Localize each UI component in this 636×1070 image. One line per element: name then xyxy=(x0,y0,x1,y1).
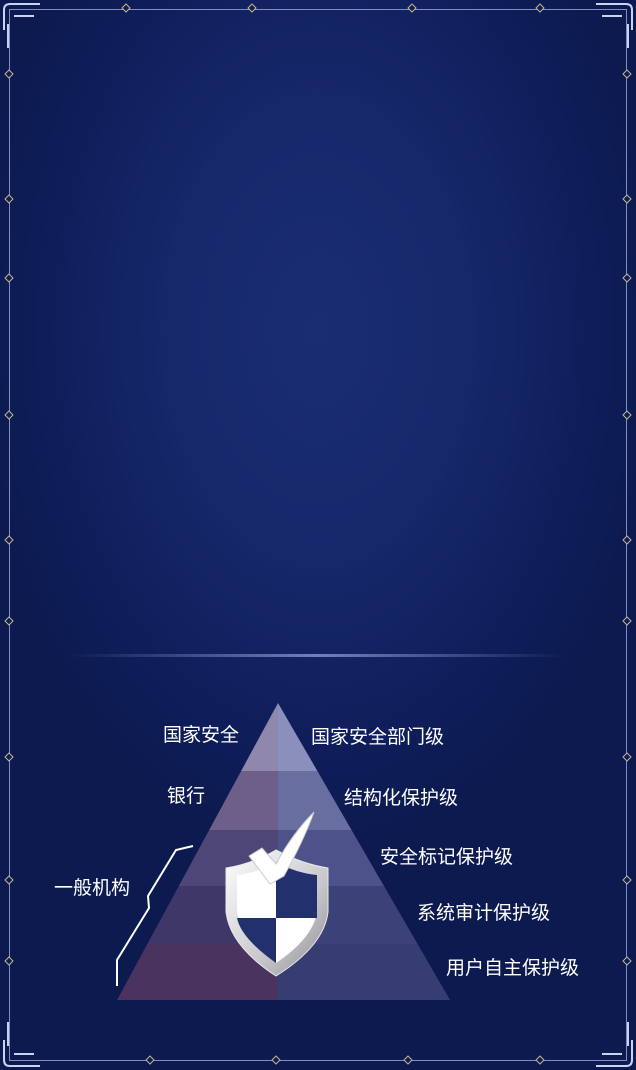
level-label-2: 系统审计保护级 xyxy=(417,902,551,924)
brace-line xyxy=(116,845,194,986)
corner-bracket-icon xyxy=(3,3,633,1067)
pyramid-tier-5-right xyxy=(278,944,450,1000)
label-national-security: 国家安全 xyxy=(163,724,240,746)
shield-check-icon xyxy=(225,811,329,977)
level-label-4: 结构化保护级 xyxy=(344,787,459,809)
level-label-5: 国家安全部门级 xyxy=(311,726,445,748)
divider-glow-line xyxy=(70,654,566,657)
label-general-org: 一般机构 xyxy=(54,877,131,899)
level-label-3: 安全标记保护级 xyxy=(380,846,514,868)
frame-diamond-icons xyxy=(4,3,632,1065)
level-label-1: 用户自主保护级 xyxy=(446,957,580,979)
label-bank: 银行 xyxy=(167,785,206,807)
